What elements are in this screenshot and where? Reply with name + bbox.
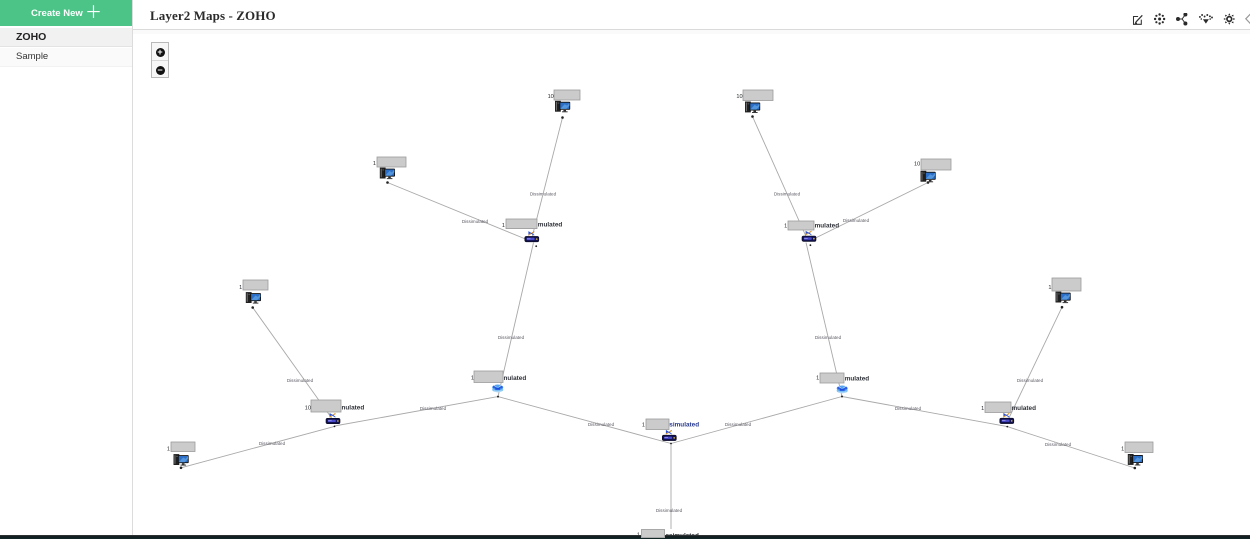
svg-text:mulated: mulated (1012, 405, 1037, 412)
svg-text:Dissimulated: Dissimulated (656, 508, 683, 513)
svg-text:1: 1 (373, 161, 376, 167)
svg-text:Dissimulated: Dissimulated (774, 192, 801, 197)
svg-text:1: 1 (1121, 447, 1124, 453)
svg-text:Dissimulated: Dissimulated (815, 335, 842, 340)
svg-text:10: 10 (736, 94, 742, 100)
svg-text:Dissimulated: Dissimulated (420, 406, 447, 411)
svg-text:10: 10 (305, 405, 311, 411)
svg-text:Dissimulated: Dissimulated (259, 441, 286, 446)
svg-text:Dissimulated: Dissimulated (843, 218, 870, 223)
svg-text:1: 1 (642, 423, 645, 429)
svg-text:1: 1 (1048, 285, 1051, 291)
svg-text:1: 1 (981, 406, 984, 412)
svg-text:mulated: mulated (845, 375, 870, 382)
svg-text:Dissimulated: Dissimulated (588, 422, 615, 427)
svg-text:simulated: simulated (669, 422, 699, 429)
svg-text:1: 1 (239, 285, 242, 291)
svg-text:Dissimulated: Dissimulated (530, 192, 557, 197)
svg-text:10: 10 (914, 161, 920, 167)
svg-text:Dissimulated: Dissimulated (725, 422, 752, 427)
svg-text:10: 10 (548, 94, 554, 100)
svg-text:nulated: nulated (342, 405, 365, 412)
svg-text:ssimulated: ssimulated (666, 532, 699, 535)
svg-text:mulated: mulated (538, 221, 563, 228)
svg-text:1: 1 (816, 376, 819, 382)
svg-text:1: 1 (637, 533, 640, 536)
svg-text:nulated: nulated (504, 375, 527, 382)
svg-text:1: 1 (502, 223, 505, 229)
svg-text:Dissimulated: Dissimulated (895, 406, 922, 411)
svg-text:1: 1 (471, 375, 474, 381)
svg-text:Dissimulated: Dissimulated (498, 335, 525, 340)
svg-text:Dissimulated: Dissimulated (462, 219, 489, 224)
svg-text:Dissimulated: Dissimulated (1017, 378, 1044, 383)
svg-text:Dissimulated: Dissimulated (1045, 442, 1072, 447)
svg-text:Dissimulated: Dissimulated (287, 378, 314, 383)
svg-text:mulated: mulated (815, 223, 840, 230)
svg-text:1: 1 (784, 224, 787, 230)
svg-text:1: 1 (167, 447, 170, 453)
